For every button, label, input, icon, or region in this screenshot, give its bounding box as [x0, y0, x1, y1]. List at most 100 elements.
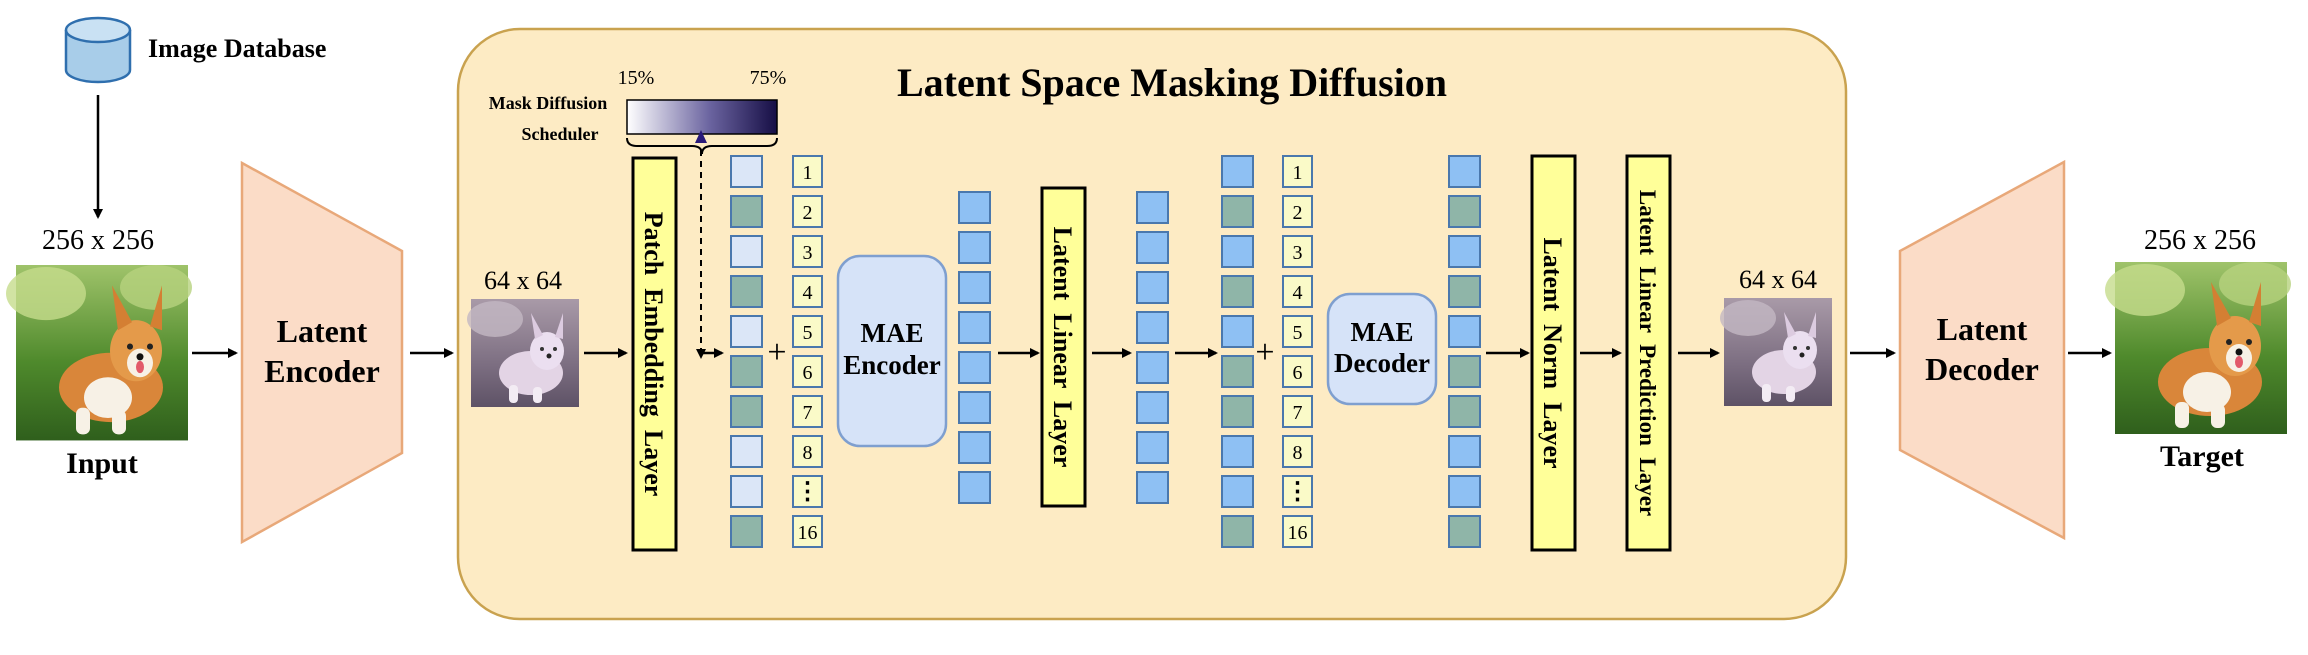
scheduler-max-label: 75%: [750, 67, 787, 89]
latent-encoder-label-line1: Latent: [277, 313, 368, 349]
token-square: [1448, 275, 1481, 308]
token-square: [958, 351, 991, 384]
token-square: [1136, 351, 1169, 384]
token-square: [1221, 275, 1254, 308]
scheduler-min-label: 15%: [618, 67, 655, 89]
token-square: [1448, 515, 1481, 548]
target-caption: Target: [2160, 440, 2244, 473]
position-index-label: 2: [1293, 202, 1303, 224]
token-square: [958, 471, 991, 504]
token-square: [730, 275, 763, 308]
token-square: [958, 191, 991, 224]
position-index-label: 7: [1293, 402, 1303, 424]
token-square: [1448, 475, 1481, 508]
token-square: [730, 475, 763, 508]
position-index-label: 8: [1293, 442, 1303, 464]
position-index-label: 3: [1293, 242, 1303, 264]
diagram-title: Latent Space Masking Diffusion: [897, 60, 1447, 105]
token-column-with-mask-tokens: [1221, 155, 1254, 548]
token-square: [730, 515, 763, 548]
token-square: [1136, 231, 1169, 264]
token-square: [1136, 311, 1169, 344]
database-label: Image Database: [148, 34, 326, 63]
token-square: [1136, 271, 1169, 304]
position-index-label: 5: [803, 322, 813, 344]
latent-linear-prediction-layer: [1625, 154, 1672, 552]
token-square: [1221, 395, 1254, 428]
latent-output-image: [1720, 298, 1832, 406]
token-column-encoded: [958, 191, 991, 504]
latent-output-size-label: 64 x 64: [1739, 265, 1817, 294]
position-index-box: [1282, 155, 1313, 188]
token-square: [1136, 431, 1169, 464]
latent-input-image: [467, 299, 579, 407]
latent-decoder-block: [1898, 159, 2066, 541]
token-square: [958, 311, 991, 344]
token-square: [730, 195, 763, 228]
token-square: [1448, 435, 1481, 468]
token-square: [958, 391, 991, 424]
token-square: [1221, 475, 1254, 508]
position-index-box: [1282, 195, 1313, 228]
position-index-label: 16: [1288, 522, 1308, 544]
position-index-box: [1282, 395, 1313, 428]
input-caption: Input: [66, 447, 138, 480]
position-index-label: 6: [803, 362, 813, 384]
token-square: [1448, 355, 1481, 388]
token-square: [730, 435, 763, 468]
token-square: [1448, 315, 1481, 348]
latent-decoder-label-line1: Latent: [1937, 311, 2028, 347]
token-square: [1448, 395, 1481, 428]
token-square: [1221, 235, 1254, 268]
token-square: [1221, 435, 1254, 468]
token-column-projected: [1136, 191, 1169, 504]
latent-norm-layer: [1530, 154, 1577, 552]
scheduler-gradient-bar: [626, 99, 778, 135]
position-index-box: [1282, 515, 1313, 548]
latent-decoder-label-line2: Decoder: [1925, 351, 2039, 387]
token-square: [1221, 195, 1254, 228]
mae-decoder-label-line1: MAE: [1351, 317, 1414, 347]
latent-encoder-block: [240, 160, 404, 545]
position-index-box: [1282, 435, 1313, 468]
token-square: [1448, 155, 1481, 188]
position-index-box: [1282, 315, 1313, 348]
token-square: [730, 315, 763, 348]
latent-encoder-label-line2: Encoder: [264, 353, 380, 389]
position-index-box: [1282, 475, 1313, 508]
latent-norm-label: Latent Norm Layer: [1538, 237, 1567, 468]
token-square: [1448, 235, 1481, 268]
token-square: [730, 395, 763, 428]
token-square: [1136, 191, 1169, 224]
mae-encoder-label-line1: MAE: [861, 318, 924, 348]
token-square: [958, 431, 991, 464]
position-index-label: 4: [1293, 282, 1303, 304]
position-index-box: [792, 195, 823, 228]
mae-encoder-label-line2: Encoder: [843, 350, 941, 380]
position-index-label: 5: [1293, 322, 1303, 344]
scheduler-label-line2: Scheduler: [521, 124, 598, 144]
token-square: [958, 231, 991, 264]
patch-embedding-label: Patch Embedding Layer: [639, 212, 668, 497]
position-index-box: [792, 435, 823, 468]
position-index-label: 16: [798, 522, 818, 544]
token-square: [730, 155, 763, 188]
position-index-label: 3: [803, 242, 813, 264]
plus-symbol-2: +: [1255, 334, 1274, 371]
token-column-embedded: [730, 155, 763, 548]
target-size-label: 256 x 256: [2144, 225, 2256, 256]
position-index-label: 2: [803, 202, 813, 224]
position-index-box: [792, 475, 823, 508]
position-index-label: ⋮: [1286, 479, 1310, 505]
plus-symbol-1: +: [767, 334, 786, 371]
token-square: [1221, 515, 1254, 548]
target-image: [2105, 262, 2291, 434]
token-square: [958, 271, 991, 304]
position-index-box: [792, 155, 823, 188]
position-index-label: 8: [803, 442, 813, 464]
input-image: [6, 265, 192, 441]
latent-input-size-label: 64 x 64: [484, 266, 562, 295]
mae-decoder-block: [1326, 292, 1438, 406]
